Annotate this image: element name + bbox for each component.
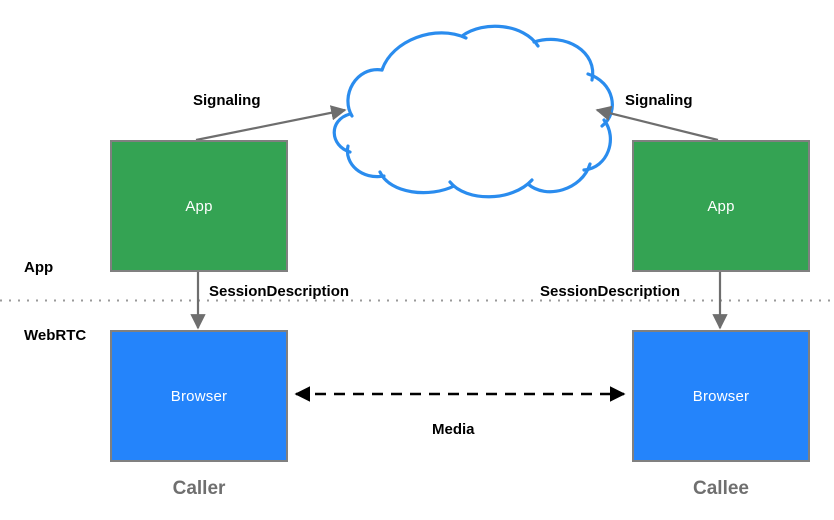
- actor-label-callee: Callee: [693, 478, 749, 499]
- signaling-arrow-right: [595, 105, 719, 142]
- signaling-label-right: Signaling: [625, 92, 693, 109]
- callee-app-box[interactable]: App: [632, 140, 810, 272]
- session-description-label-right: SessionDescription: [540, 283, 681, 300]
- callee-app-label: App: [707, 197, 735, 215]
- session-description-label-left: SessionDescription: [209, 283, 350, 300]
- callee-browser-label: Browser: [692, 387, 750, 405]
- signaling-arrow-left: [195, 105, 347, 142]
- caller-app-box[interactable]: App: [110, 140, 288, 272]
- layer-label-app: App: [24, 259, 54, 276]
- media-label: Media: [432, 421, 475, 438]
- network-cloud-icon: [332, 24, 614, 199]
- caller-app-label: App: [185, 197, 213, 215]
- caller-browser-label: Browser: [170, 387, 228, 405]
- signaling-label-left: Signaling: [193, 92, 261, 109]
- actor-label-caller: Caller: [172, 478, 226, 499]
- layer-label-webrtc: WebRTC: [24, 327, 87, 344]
- caller-browser-box[interactable]: Browser: [110, 330, 288, 462]
- callee-browser-box[interactable]: Browser: [632, 330, 810, 462]
